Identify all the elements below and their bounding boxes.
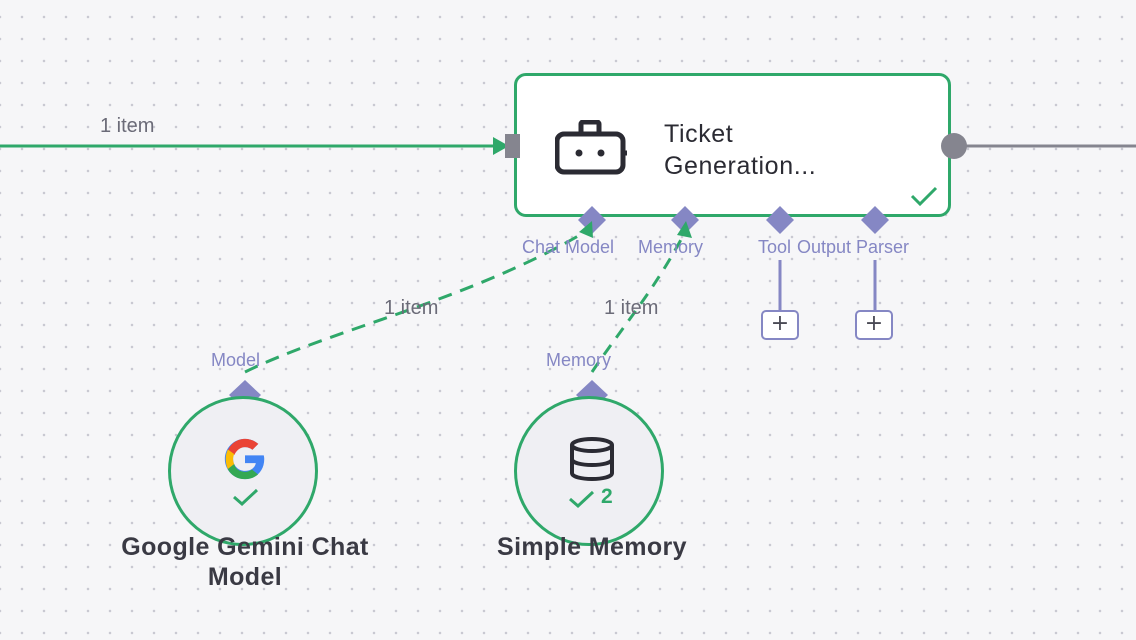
agent-title-line1: Ticket — [664, 120, 734, 148]
memory-connection-item-count: 1 item — [604, 297, 659, 319]
connection-arrowhead — [493, 137, 509, 155]
database-icon — [570, 437, 614, 481]
google-gemini-chat-model-node[interactable] — [168, 396, 318, 546]
add-output-parser-button[interactable]: + — [855, 310, 893, 340]
gemini-port-label: Model — [211, 350, 261, 370]
tool-port-label: Tool — [758, 237, 792, 257]
success-check-icon — [569, 490, 595, 509]
google-icon — [224, 438, 265, 480]
model-connection-item-count: 1 item — [384, 297, 439, 319]
ticket-generation-agent-node[interactable]: Ticket Generation... — [514, 73, 951, 217]
memory-node-name: Simple Memory — [497, 533, 687, 561]
main-input-item-count: 1 item — [100, 115, 155, 137]
chat-model-port-label: Chat Model — [522, 237, 615, 257]
memory-node-port-label: Memory — [546, 350, 612, 370]
add-tool-button[interactable]: + — [761, 310, 799, 340]
success-check-icon — [910, 186, 938, 207]
success-check-icon — [233, 488, 259, 507]
memory-port-label: Memory — [638, 237, 704, 257]
agent-title-line2: Generation... — [664, 152, 817, 180]
output-parser-port-label: Output Parser — [797, 237, 910, 257]
simple-memory-node[interactable]: 2 — [514, 396, 664, 546]
agent-node-title: Ticket Generation... — [664, 118, 924, 182]
run-count-badge: 2 — [601, 485, 613, 508]
model-connection[interactable] — [244, 230, 586, 374]
gemini-node-name: Google Gemini Chat Model — [121, 533, 369, 591]
robot-icon — [555, 120, 627, 175]
